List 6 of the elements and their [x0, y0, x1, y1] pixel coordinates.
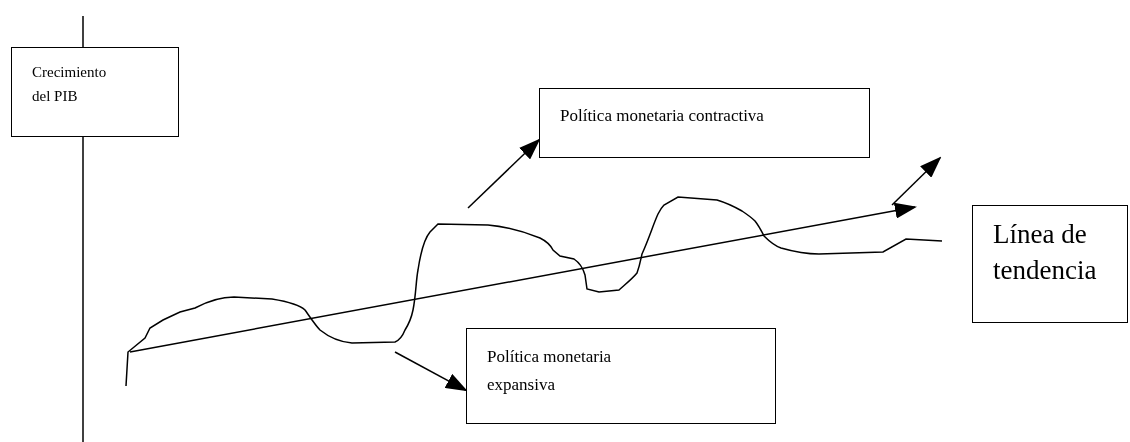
arrow — [467, 138, 541, 209]
text-box: Política monetaria contractiva — [539, 88, 870, 158]
arrow — [394, 351, 468, 392]
text-box: Crecimiento del PIB — [11, 47, 179, 137]
text-box: Línea de tendencia — [972, 205, 1128, 323]
text-box: Política monetaria expansiva — [466, 328, 776, 424]
